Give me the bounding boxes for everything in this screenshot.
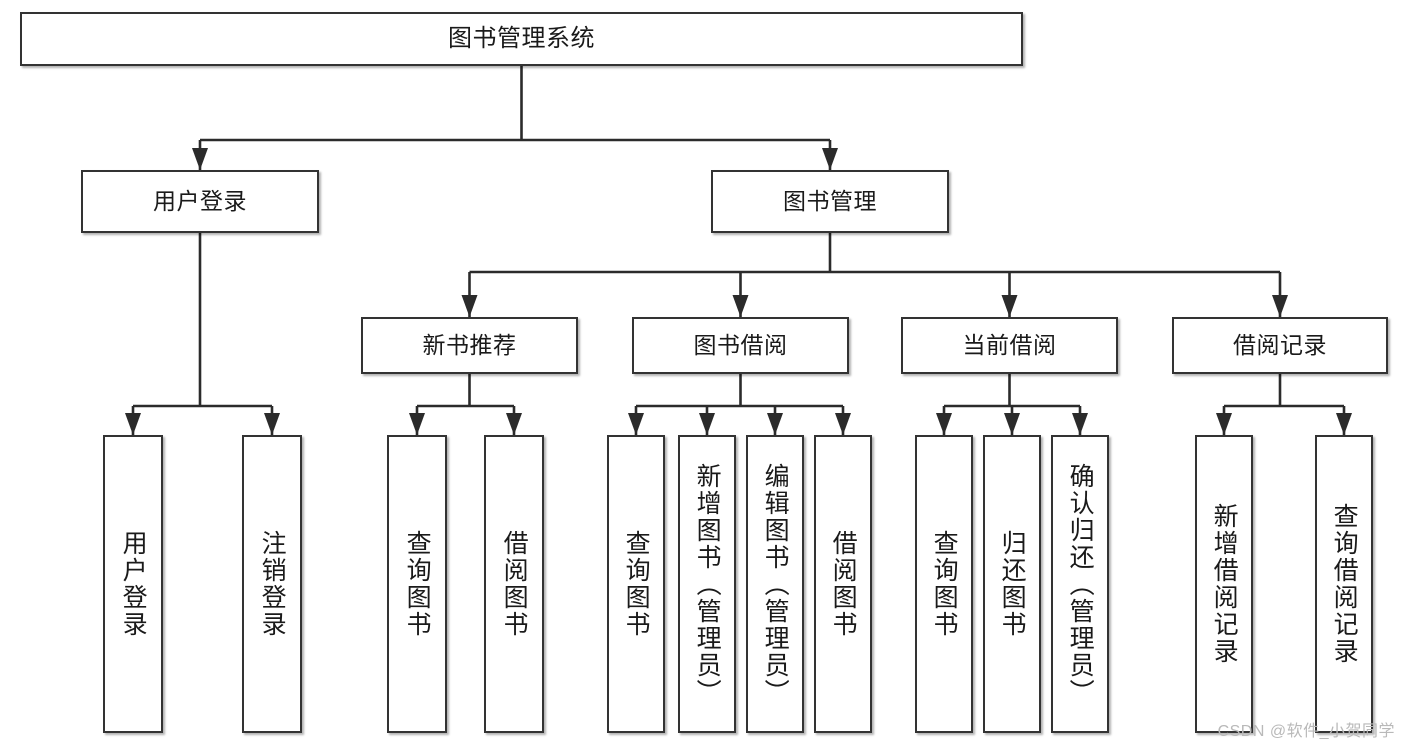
node-label: 编辑图书（管理员）: [761, 462, 790, 706]
connector-arrowhead: [822, 148, 838, 170]
connector-arrowhead: [192, 148, 208, 170]
node-label: 查询图书: [622, 530, 651, 638]
node-label: 注销登录: [258, 530, 287, 638]
node-l2-current-borrow[interactable]: 当前借阅: [901, 317, 1118, 374]
connector-arrowhead: [936, 413, 952, 435]
node-label: 借阅图书: [829, 530, 858, 638]
connector-arrowhead: [125, 413, 141, 435]
node-leaf-rec-borrow-book[interactable]: 借阅图书: [484, 435, 544, 733]
connector-arrowhead: [1004, 413, 1020, 435]
connector-arrowhead: [699, 413, 715, 435]
node-label: 用户登录: [119, 530, 148, 638]
connector-arrowhead: [1272, 295, 1288, 317]
node-l2-book-borrow[interactable]: 图书借阅: [632, 317, 849, 374]
connector-arrowhead: [1216, 413, 1232, 435]
connector-arrowhead: [1336, 413, 1352, 435]
node-label: 归还图书: [998, 530, 1027, 638]
node-leaf-user-login[interactable]: 用户登录: [103, 435, 163, 733]
node-l2-borrow-record[interactable]: 借阅记录: [1172, 317, 1388, 374]
connector-arrowhead: [628, 413, 644, 435]
node-leaf-borrow-edit-book[interactable]: 编辑图书（管理员）: [746, 435, 804, 733]
node-leaf-current-return-book[interactable]: 归还图书: [983, 435, 1041, 733]
connector-arrowhead: [1072, 413, 1088, 435]
connector-arrowhead: [767, 413, 783, 435]
connector-arrowhead: [264, 413, 280, 435]
node-root[interactable]: 图书管理系统: [20, 12, 1023, 66]
node-label: 用户登录: [153, 187, 247, 214]
node-label: 图书管理系统: [448, 24, 595, 52]
node-leaf-current-confirm-return[interactable]: 确认归还（管理员）: [1051, 435, 1109, 733]
node-label: 借阅记录: [1233, 331, 1327, 358]
node-leaf-record-add[interactable]: 新增借阅记录: [1195, 435, 1253, 733]
node-l1-book-manage[interactable]: 图书管理: [711, 170, 949, 233]
node-leaf-borrow-add-book[interactable]: 新增图书（管理员）: [678, 435, 736, 733]
node-label: 借阅图书: [500, 530, 529, 638]
node-label: 新书推荐: [422, 331, 517, 358]
node-leaf-borrow-query-book[interactable]: 查询图书: [607, 435, 665, 733]
node-label: 确认归还（管理员）: [1066, 462, 1095, 706]
node-label: 查询借阅记录: [1330, 503, 1359, 665]
node-label: 图书管理: [783, 187, 877, 214]
node-label: 当前借阅: [962, 331, 1057, 358]
node-leaf-rec-query-book[interactable]: 查询图书: [387, 435, 447, 733]
watermark: CSDN @软件_小贺同学: [1217, 723, 1395, 740]
connector-arrowhead: [461, 295, 478, 317]
connector-arrowhead: [409, 413, 425, 435]
node-l2-new-book-rec[interactable]: 新书推荐: [361, 317, 578, 374]
node-leaf-record-query[interactable]: 查询借阅记录: [1315, 435, 1373, 733]
node-label: 图书借阅: [693, 331, 788, 358]
node-label: 新增图书（管理员）: [693, 462, 722, 706]
node-leaf-current-query-book[interactable]: 查询图书: [915, 435, 973, 733]
node-leaf-borrow-borrow-book[interactable]: 借阅图书: [814, 435, 872, 733]
connector-arrowhead: [506, 413, 522, 435]
node-leaf-logout[interactable]: 注销登录: [242, 435, 302, 733]
connector-arrowhead: [732, 295, 749, 317]
node-label: 查询图书: [930, 530, 959, 638]
node-label: 新增借阅记录: [1210, 503, 1239, 665]
node-l1-user-login[interactable]: 用户登录: [81, 170, 319, 233]
node-label: 查询图书: [403, 530, 432, 638]
connector-arrowhead: [1001, 295, 1018, 317]
connector-arrowhead: [835, 413, 851, 435]
